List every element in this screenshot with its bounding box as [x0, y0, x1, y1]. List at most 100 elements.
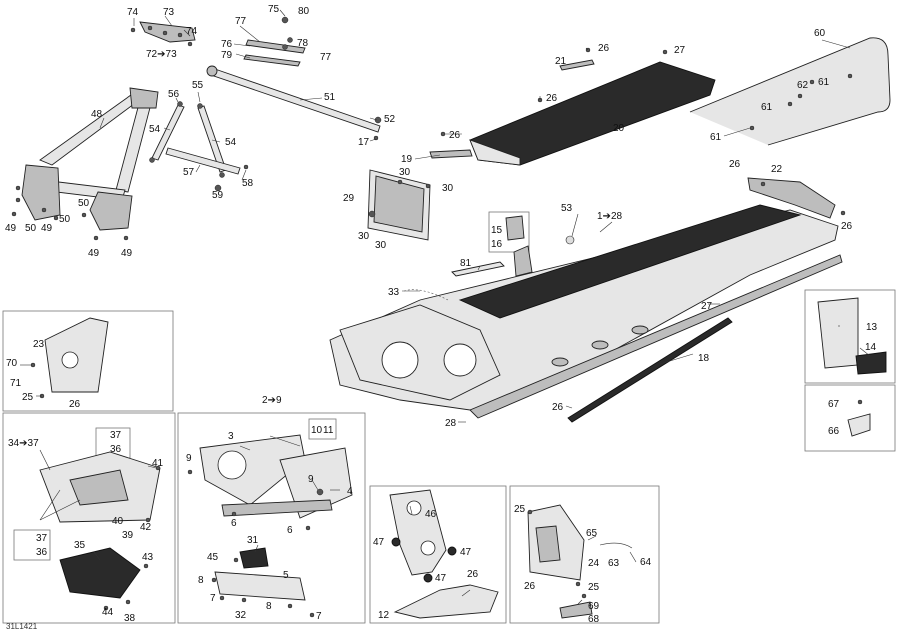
- support-35: [59, 547, 149, 611]
- reinforcement-22: [747, 177, 846, 219]
- callout: 35: [74, 540, 86, 551]
- callout: 74: [186, 26, 198, 37]
- support-34: [39, 451, 161, 523]
- upper-column-48: [11, 87, 159, 241]
- callout: 14: [865, 342, 877, 353]
- callout: 30: [442, 183, 454, 194]
- callout: 36: [110, 444, 122, 455]
- bracket-15: [505, 215, 525, 241]
- callout: 27: [674, 45, 686, 56]
- strip-81: [451, 261, 505, 277]
- callout: 9: [186, 453, 192, 464]
- box-bracket-15: [488, 211, 530, 253]
- callout: 26: [467, 569, 479, 580]
- callout: 81: [460, 258, 472, 269]
- callout: 44: [102, 607, 114, 618]
- box-steering-support: [369, 485, 507, 624]
- callout: 67: [828, 399, 840, 410]
- callout: 79: [221, 50, 233, 61]
- callout: 49: [121, 248, 133, 259]
- electrical-bracket-24: [527, 504, 633, 619]
- callout: 13: [866, 322, 878, 333]
- callout: 54: [149, 124, 161, 135]
- callout: 26: [449, 130, 461, 141]
- callout: 30: [358, 231, 370, 242]
- callout: 48: [91, 109, 103, 120]
- front-frame-3-4: [187, 434, 353, 531]
- leader-33-dashed: [403, 289, 449, 301]
- callout: 55: [192, 80, 204, 91]
- callout: 49: [41, 223, 53, 234]
- callout: 6: [231, 518, 237, 529]
- callout: 40: [112, 516, 124, 527]
- callout: 9: [308, 474, 314, 485]
- bracket-23: [30, 317, 109, 399]
- callout: 80: [298, 6, 310, 17]
- callout: 4: [347, 486, 353, 497]
- rod-51: [206, 65, 382, 141]
- callout: 78: [297, 38, 309, 49]
- callout: 25: [22, 392, 34, 403]
- callout: 51: [324, 92, 336, 103]
- callout: 58: [242, 178, 254, 189]
- box-37-36-bottom: [13, 529, 51, 561]
- callout: 30: [399, 167, 411, 178]
- callout: 47: [460, 547, 472, 558]
- diagram-reference: 31L1421: [6, 622, 38, 631]
- callout: 26: [729, 159, 741, 170]
- callout: 19: [401, 154, 413, 165]
- callout: 50: [59, 214, 71, 225]
- callout: 26: [841, 221, 853, 232]
- box-shield: [804, 289, 896, 384]
- box-rear-bumper-bracket: [2, 310, 174, 412]
- braces-54-57: [149, 101, 249, 192]
- callout: 11: [323, 425, 334, 436]
- box-plate: [804, 384, 896, 452]
- panel-29: [367, 169, 431, 241]
- callout: 73: [163, 7, 175, 18]
- callout: 37: [110, 430, 122, 441]
- callout: 26: [69, 399, 81, 410]
- box-rear-suspension-support: [2, 412, 176, 624]
- callout: 23: [33, 339, 45, 350]
- callout: 37: [36, 533, 48, 544]
- callout: 45: [207, 552, 219, 563]
- callout: 25: [514, 504, 526, 515]
- callout: 70: [6, 358, 18, 369]
- bracket-assembly-73: [130, 21, 196, 47]
- callout: 32: [235, 610, 247, 621]
- callout: 61: [761, 102, 773, 113]
- callout: 57: [183, 167, 195, 178]
- callout: 33: [388, 287, 400, 298]
- callout: 26: [546, 93, 558, 104]
- callout: 49: [5, 223, 17, 234]
- plate-66: [847, 399, 871, 437]
- callout: 77: [235, 16, 247, 27]
- callout: 74: [127, 7, 139, 18]
- callout: 21: [555, 56, 567, 67]
- callout: 65: [586, 528, 598, 539]
- callout: 18: [698, 353, 710, 364]
- callout: 17: [358, 137, 370, 148]
- plate-5: [211, 547, 315, 618]
- callout-labels: 74 73 74 72➔73 75 80 77 76 78 79 77 48 5…: [5, 4, 878, 625]
- box-10-11: [308, 418, 337, 440]
- callout: 66: [828, 426, 840, 437]
- callout: 64: [640, 557, 652, 568]
- callout: 25: [588, 582, 600, 593]
- callout: 50: [25, 223, 37, 234]
- callout: 71: [10, 378, 22, 389]
- callout: 56: [168, 89, 180, 100]
- callout: 30: [375, 240, 387, 251]
- callout: 77: [320, 52, 332, 63]
- callout: 61: [818, 77, 830, 88]
- rear-bumper-60: [689, 37, 891, 146]
- callout: 22: [771, 164, 783, 175]
- callout: 7: [210, 593, 216, 604]
- box-front-frame: [177, 412, 366, 624]
- callout: 75: [268, 4, 280, 15]
- main-tunnel-frame: [329, 204, 843, 419]
- steering-support-46: [389, 489, 499, 619]
- callout: 26: [598, 43, 610, 54]
